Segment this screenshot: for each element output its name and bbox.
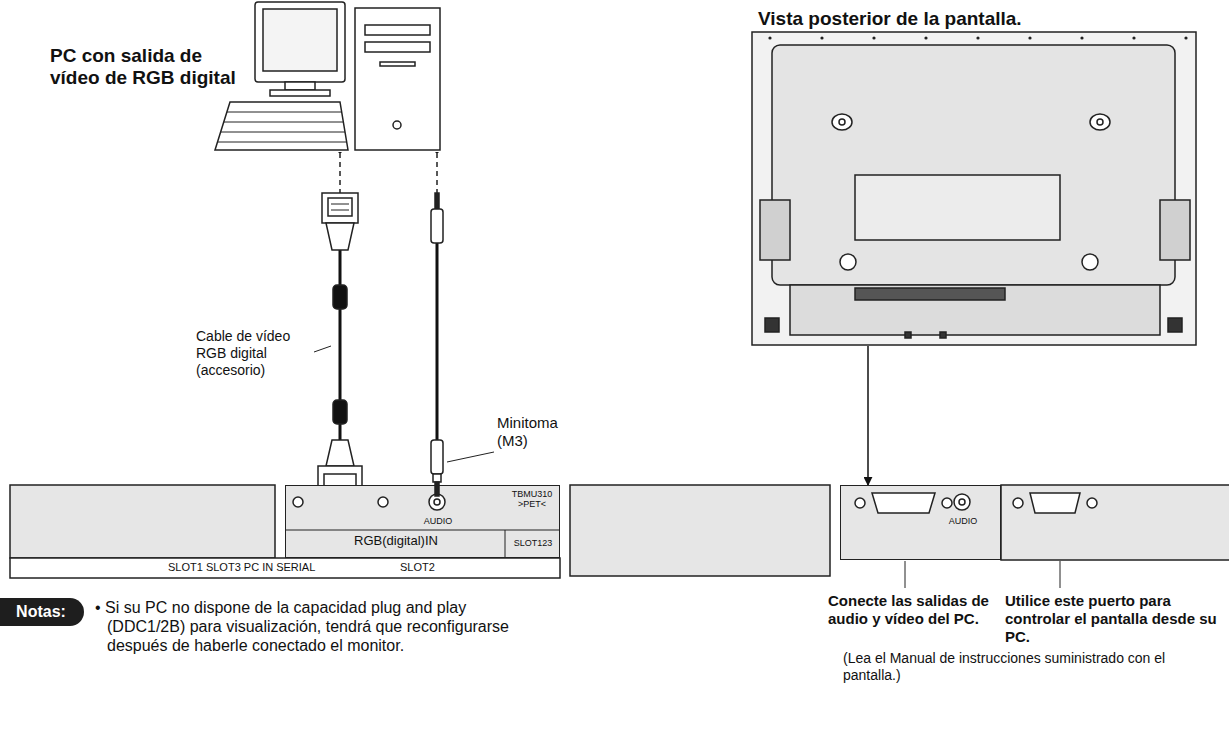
connector-panels bbox=[10, 482, 1229, 578]
notes-heading: Notas: bbox=[0, 603, 82, 621]
manual-note: (Lea el Manual de instrucciones suminist… bbox=[843, 650, 1213, 684]
port-name: RGB(digital)IN bbox=[296, 534, 496, 549]
screw-dots bbox=[768, 36, 1187, 39]
heading: PC con salida de vídeo de RGB digital bbox=[50, 45, 250, 89]
port-name: AUDIO bbox=[943, 516, 983, 526]
model-code: TBMU310 >PET< bbox=[506, 489, 558, 510]
slot-terminal-board: TBMU310 >PET< AUDIO RGB(digital)IN SLOT123 bbox=[285, 485, 560, 558]
cable-callout: Cable de vídeo RGB digital (accesorio) bbox=[196, 328, 324, 378]
port-name: AUDIO bbox=[418, 516, 458, 526]
display-rear: Vista posterior de la pantalla. bbox=[748, 4, 1200, 346]
display-rear-view bbox=[752, 32, 1196, 345]
slot-name: SLOT123 bbox=[508, 538, 558, 548]
dvi-cable bbox=[318, 193, 362, 518]
port-caption: Conecte las salidas de audio y vídeo del… bbox=[828, 592, 1006, 628]
pc-group: PC con salida de vídeo de RGB digital bbox=[50, 0, 445, 152]
dashed-guide bbox=[340, 153, 437, 193]
plug-callout: Minitoma (M3) bbox=[497, 414, 587, 450]
slot-strip-label: SLOT2 bbox=[400, 561, 460, 574]
notes-tab: Notas: bbox=[0, 598, 84, 626]
audio-cable bbox=[431, 193, 443, 482]
heading: Vista posterior de la pantalla. bbox=[758, 8, 1188, 30]
cable bbox=[436, 152, 439, 485]
pc-input-panel: AUDIO bbox=[840, 485, 1001, 560]
pc-illustration bbox=[215, 2, 440, 150]
note-text: • Si su PC no dispone de la capacidad pl… bbox=[95, 598, 535, 656]
pointer-arrow bbox=[867, 346, 869, 485]
port-caption: Utilice este puerto para controlar el pa… bbox=[1005, 592, 1223, 646]
slot-strip-label: SLOT1 SLOT3 PC IN SERIAL bbox=[168, 561, 388, 574]
